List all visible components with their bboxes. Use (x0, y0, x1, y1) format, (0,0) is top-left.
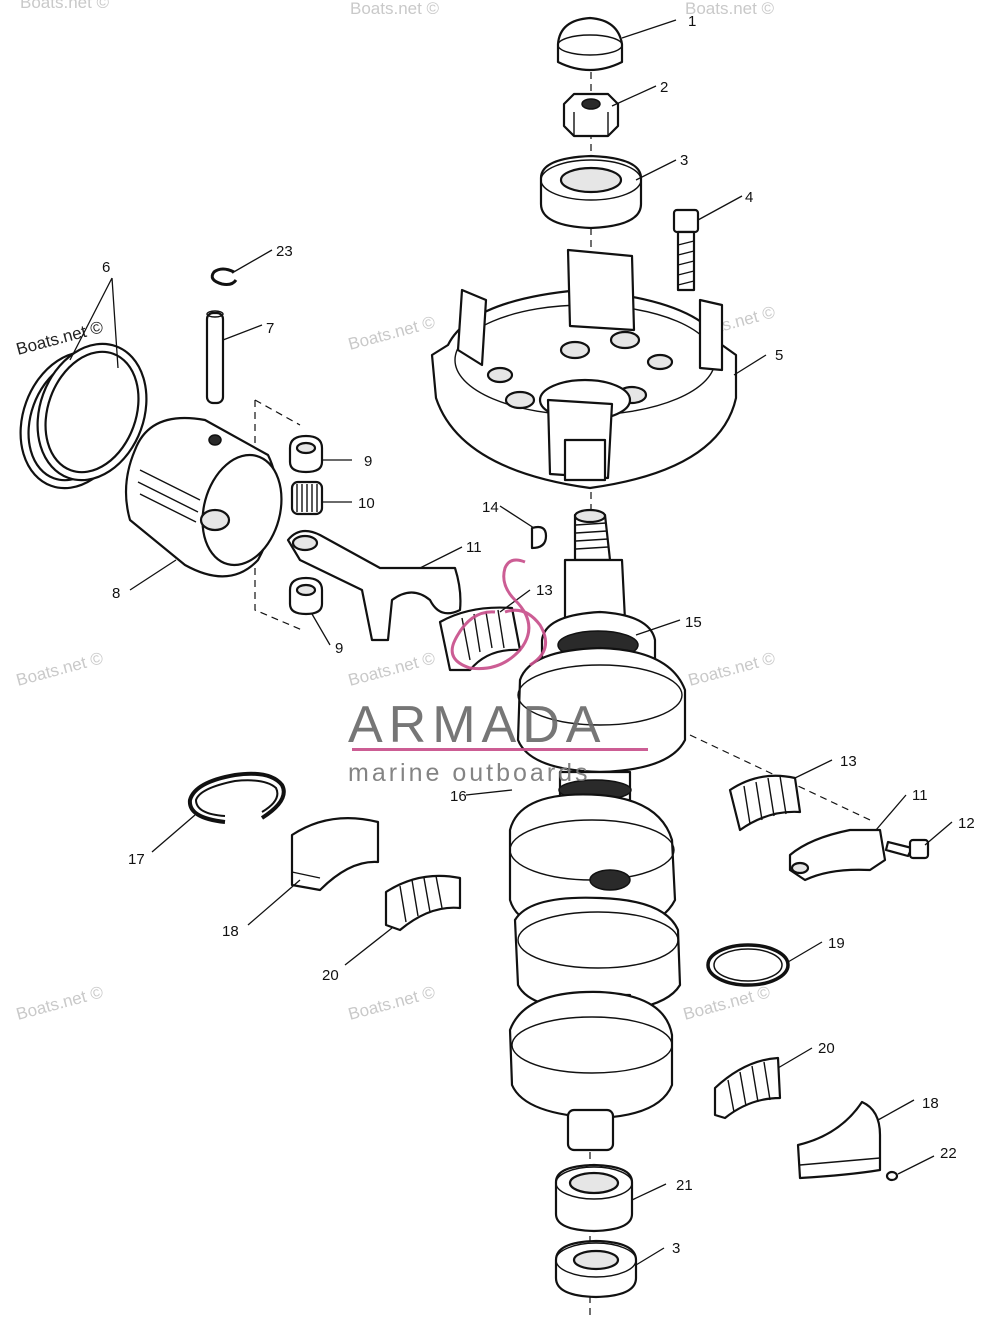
watermark: Boats.net © (686, 648, 777, 690)
callout-11-cap: 11 (912, 787, 928, 804)
part-piston-pin (205, 310, 225, 405)
watermark: Boats.net © (681, 982, 772, 1024)
part-roller-bearing (554, 1163, 634, 1233)
callout-13-right: 13 (840, 753, 857, 770)
callout-15: 15 (685, 614, 702, 631)
callout-17: 17 (128, 851, 145, 868)
part-washer-top (288, 434, 324, 474)
watermark: Boats.net © (14, 648, 105, 690)
callout-20-left: 20 (322, 967, 339, 984)
callout-3-bottom: 3 (672, 1240, 680, 1257)
callout-4: 4 (745, 189, 753, 206)
part-cap-screw (884, 838, 930, 860)
watermark: Boats.net © (346, 982, 437, 1024)
part-washer-bottom (288, 576, 324, 616)
logo-name: ARMADA (348, 696, 606, 754)
watermark: Boats.net © (685, 0, 775, 18)
callout-5: 5 (775, 347, 783, 364)
part-piston (124, 416, 283, 578)
callout-16: 16 (450, 788, 467, 805)
part-snap-ring (706, 943, 790, 987)
watermark: Boats.net © (346, 648, 437, 690)
part-dowel-pin (885, 1170, 899, 1182)
callout-6: 6 (102, 259, 110, 276)
callout-18-left: 18 (222, 923, 239, 940)
callout-13-left: 13 (536, 582, 553, 599)
watermark: Boats.net © (14, 982, 105, 1024)
part-rod-cap (788, 828, 887, 882)
part-retaining-ring (187, 771, 286, 824)
armada-logo: ARMADA marine outboards (348, 558, 648, 787)
part-seal-top (539, 154, 643, 230)
callout-20-right: 20 (818, 1040, 835, 1057)
part-bolt (672, 208, 700, 292)
watermark: Boats.net © (346, 312, 437, 354)
callout-12: 12 (958, 815, 975, 832)
watermark: Boats.net © (20, 0, 110, 12)
logo-underline (352, 748, 648, 751)
part-connecting-rod (286, 529, 462, 642)
logo-tagline: marine outboards (348, 759, 591, 787)
part-woodruff-key (530, 525, 548, 550)
part-needle-half-bearing-right (728, 774, 802, 832)
callout-22: 22 (940, 1145, 957, 1162)
callout-3: 3 (680, 152, 688, 169)
callout-9-bottom: 9 (335, 640, 343, 657)
callout-18-right: 18 (922, 1095, 939, 1112)
part-main-bearing-half-left (290, 817, 380, 892)
part-nut (562, 92, 620, 138)
part-cap (556, 16, 624, 72)
part-needle-bearing-half-right (713, 1056, 782, 1120)
part-needle-bearing-small (290, 480, 324, 516)
logo-swirl-icon (450, 558, 548, 671)
part-piston-rings (19, 342, 148, 490)
part-plate (430, 248, 738, 490)
callout-2: 2 (660, 79, 668, 96)
callout-11-rod: 11 (466, 539, 482, 556)
callout-8: 8 (112, 585, 120, 602)
callout-9-top: 9 (364, 453, 372, 470)
part-seal-bottom (554, 1239, 638, 1299)
callouts: 1 2 3 4 5 6 7 23 9 10 8 9 11 14 13 15 16… (102, 13, 975, 1257)
watermark: Boats.net © (350, 0, 440, 18)
part-clip (210, 267, 238, 286)
callout-14: 14 (482, 499, 499, 516)
leader-lines (69, 19, 953, 1266)
part-main-bearing-half-right (796, 1100, 882, 1180)
callout-10: 10 (358, 495, 375, 512)
part-needle-bearing-half-left (384, 874, 462, 932)
callout-23: 23 (276, 243, 293, 260)
callout-1: 1 (688, 13, 696, 30)
callout-7: 7 (266, 320, 274, 337)
callout-21: 21 (676, 1177, 693, 1194)
part-crankshaft (508, 508, 687, 1152)
callout-19: 19 (828, 935, 845, 952)
